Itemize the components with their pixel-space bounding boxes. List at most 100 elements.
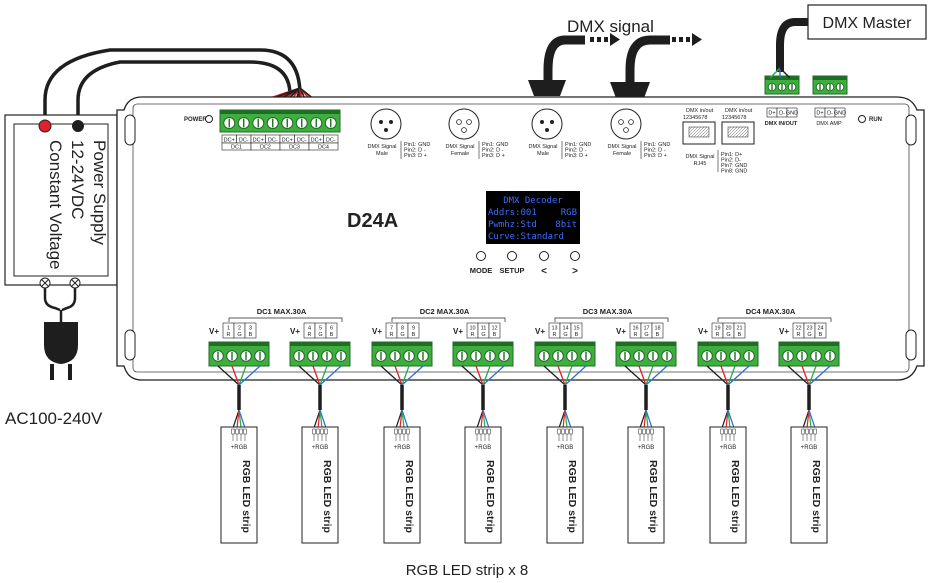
terminal-screw-icon[interactable] <box>566 350 578 362</box>
channel-cell <box>325 322 338 339</box>
terminal-screw-icon[interactable] <box>335 350 347 362</box>
channel-number: 14 <box>562 326 568 332</box>
terminal-screw-icon[interactable] <box>619 350 631 362</box>
strip-pad-icon <box>483 428 487 435</box>
xlr-female-socket-icon[interactable] <box>448 108 480 140</box>
terminal-screw-icon[interactable] <box>484 350 496 362</box>
power-cable <box>43 48 302 122</box>
xlr-pin-label: Pin2: D - <box>404 148 426 154</box>
terminal-screw-icon[interactable] <box>810 350 822 362</box>
strip-label: RGB LED strip <box>810 460 822 533</box>
terminal-screw-icon[interactable] <box>252 116 265 130</box>
terminal-screw-icon[interactable] <box>293 350 305 362</box>
channel-number: 16 <box>632 326 638 332</box>
psu-ac-screw-icon <box>69 277 81 289</box>
power-pin-label: DC+ <box>224 138 235 144</box>
next-button[interactable] <box>570 251 580 261</box>
terminal-screw-icon[interactable] <box>212 350 224 362</box>
terminal-screw-icon[interactable] <box>254 350 266 362</box>
terminal-screw-icon[interactable] <box>715 350 727 362</box>
terminal-screw-icon[interactable] <box>633 350 645 362</box>
terminal-screw-icon[interactable] <box>375 350 387 362</box>
terminal-screw-icon[interactable] <box>389 350 401 362</box>
terminal-screw-icon[interactable] <box>777 82 787 92</box>
xlr-male-socket-icon[interactable] <box>531 108 563 140</box>
dmx-pin-cell <box>786 107 798 118</box>
strip-pad-icon <box>487 428 491 435</box>
power-pin-label: DC- <box>239 138 249 144</box>
terminal-screw-icon[interactable] <box>647 350 659 362</box>
strip-label: RGB LED strip <box>321 460 333 533</box>
xlr-pin-label: Pin3: D + <box>404 153 427 159</box>
terminal-screw-icon[interactable] <box>223 116 236 130</box>
xlr-pin-label: Pin1: GND <box>482 142 508 148</box>
terminal-screw-icon[interactable] <box>237 116 250 130</box>
run-label: RUN <box>869 117 882 123</box>
channel-color: B <box>249 332 253 338</box>
led-strip-body <box>383 426 421 544</box>
terminal-screw-icon[interactable] <box>226 350 238 362</box>
xlr-title: DMX Signal <box>367 144 396 150</box>
dmx-arrow-icon <box>590 33 620 46</box>
strip-label: RGB LED strip <box>484 460 496 533</box>
terminal-screw-icon[interactable] <box>835 82 845 92</box>
terminal-screw-icon[interactable] <box>310 116 323 130</box>
terminal-screw-icon[interactable] <box>661 350 673 362</box>
terminal-screw-icon[interactable] <box>403 350 415 362</box>
dmx-signal-label: DMX signal <box>567 17 654 36</box>
prev-button-label: < <box>541 266 547 277</box>
terminal-screw-icon[interactable] <box>743 350 755 362</box>
dmx-master-label: DMX Master <box>823 15 913 32</box>
terminal-screw-icon[interactable] <box>470 350 482 362</box>
strip-pad-icon <box>406 428 410 435</box>
mode-button-label: MODE <box>470 266 493 275</box>
terminal-screw-icon[interactable] <box>701 350 713 362</box>
terminal-screw-icon[interactable] <box>498 350 510 362</box>
terminal-screw-icon[interactable] <box>456 350 468 362</box>
rj45-port-1-pins: 12345678 <box>683 115 707 121</box>
terminal-screw-icon[interactable] <box>815 82 825 92</box>
power-pin-label: DC+ <box>311 138 322 144</box>
terminal-screw-icon[interactable] <box>767 82 777 92</box>
setup-button[interactable] <box>507 251 517 261</box>
terminal-screw-icon[interactable] <box>782 350 794 362</box>
terminal-screw-icon[interactable] <box>266 116 279 130</box>
terminal-screw-icon[interactable] <box>729 350 741 362</box>
terminal-screw-icon[interactable] <box>281 116 294 130</box>
xlr-female-socket-icon[interactable] <box>610 108 642 140</box>
channel-color: R <box>634 332 638 338</box>
ac-input-label: AC100-240V <box>5 409 103 428</box>
channel-color: B <box>575 332 579 338</box>
mode-button[interactable] <box>476 251 486 261</box>
terminal-screw-icon[interactable] <box>552 350 564 362</box>
channel-cell <box>570 322 583 339</box>
terminal-screw-icon[interactable] <box>538 350 550 362</box>
terminal-screw-icon[interactable] <box>307 350 319 362</box>
terminal-screw-icon[interactable] <box>324 116 337 130</box>
terminal-screw-icon[interactable] <box>796 350 808 362</box>
terminal-screw-icon[interactable] <box>321 350 333 362</box>
terminal-screw-icon[interactable] <box>295 116 308 130</box>
dmx-pin-label: GND <box>834 111 846 117</box>
terminal-screw-icon[interactable] <box>825 82 835 92</box>
output-terminal-block <box>778 341 840 367</box>
psu-label: Power Supply 12-24VDC Constant Voltage <box>46 140 109 269</box>
prev-button[interactable] <box>539 251 549 261</box>
terminal-screw-icon[interactable] <box>824 350 836 362</box>
terminal-screw-icon[interactable] <box>580 350 592 362</box>
xlr-title: DMX Signal <box>445 144 474 150</box>
terminal-screw-icon[interactable] <box>787 82 797 92</box>
xlr-male-socket-icon[interactable] <box>370 108 402 140</box>
xlr-pin-label: Pin3: D + <box>482 153 505 159</box>
power-group-label: DC4 <box>318 145 329 151</box>
dmx-inout-terminal <box>764 75 800 95</box>
terminal-screw-icon[interactable] <box>417 350 429 362</box>
led-strip-body <box>546 426 584 544</box>
power-pin-label: DC+ <box>282 138 293 144</box>
terminal-screw-icon[interactable] <box>240 350 252 362</box>
